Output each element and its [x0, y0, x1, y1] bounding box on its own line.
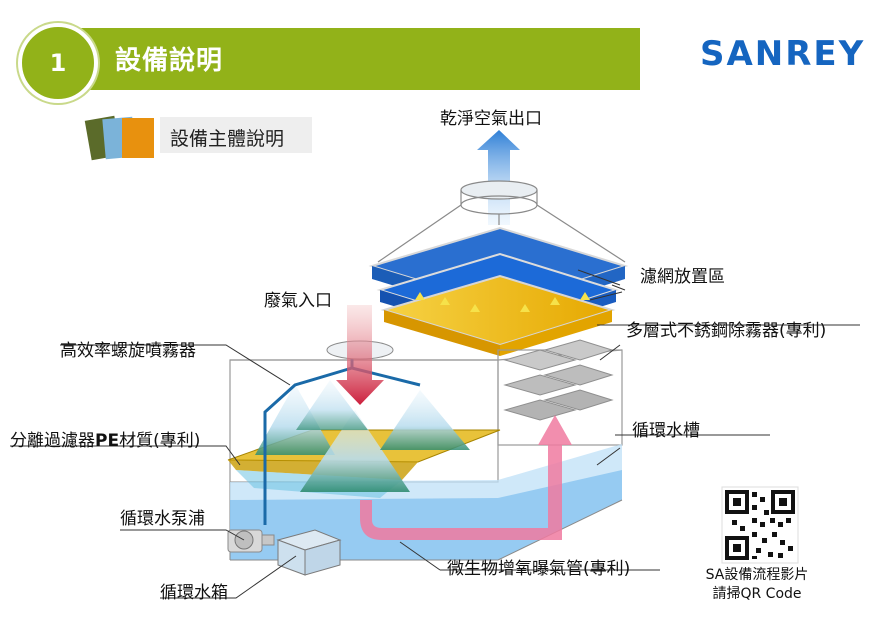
water-box [276, 529, 342, 576]
filter-stack [368, 226, 629, 356]
spray-cones [255, 380, 470, 492]
label-demister: 多層式不銹鋼除霧器(專利) [626, 321, 827, 341]
demister [503, 339, 614, 421]
qr-code [721, 486, 799, 564]
section-banner [58, 28, 640, 90]
subtitle: 設備主體說明 [170, 128, 285, 150]
qr-caption-line1: SA設備流程影片 [705, 567, 809, 583]
return-flow-arrow [360, 415, 572, 540]
label-filter-area: 濾網放置區 [640, 267, 725, 287]
label-aeration-pipe: 微生物增氧曝氣管(專利) [447, 559, 631, 579]
outlet-arrow [477, 130, 520, 225]
section-number: 1 [49, 49, 67, 77]
leader-lines [10, 269, 860, 599]
label-separation-filter: 分離過濾器PE材質(專利) [10, 431, 201, 451]
subtitle-box [160, 117, 312, 153]
brand-logo-text: SANREY [700, 34, 866, 74]
outlet-hood [377, 180, 626, 263]
qr-caption: SA設備流程影片 請掃QR Code [687, 566, 827, 604]
label-circulation-tank: 循環水槽 [632, 421, 700, 441]
label-circulation-pump: 循環水泵浦 [120, 509, 205, 529]
label-spiral-nozzle: 高效率螺旋噴霧器 [60, 341, 196, 361]
label-waste-gas-inlet: 廢氣入口 [264, 291, 332, 311]
stacked-cards-icon [84, 115, 154, 161]
brand-logo: SANREY [700, 34, 865, 74]
inlet-arrow [326, 305, 394, 405]
section-title: 設備說明 [115, 46, 224, 76]
label-clean-air-outlet: 乾淨空氣出口 [440, 109, 542, 129]
section-number-badge [18, 23, 98, 103]
label-water-box: 循環水箱 [160, 583, 228, 603]
qr-caption-line2: 請掃QR Code [712, 586, 802, 602]
